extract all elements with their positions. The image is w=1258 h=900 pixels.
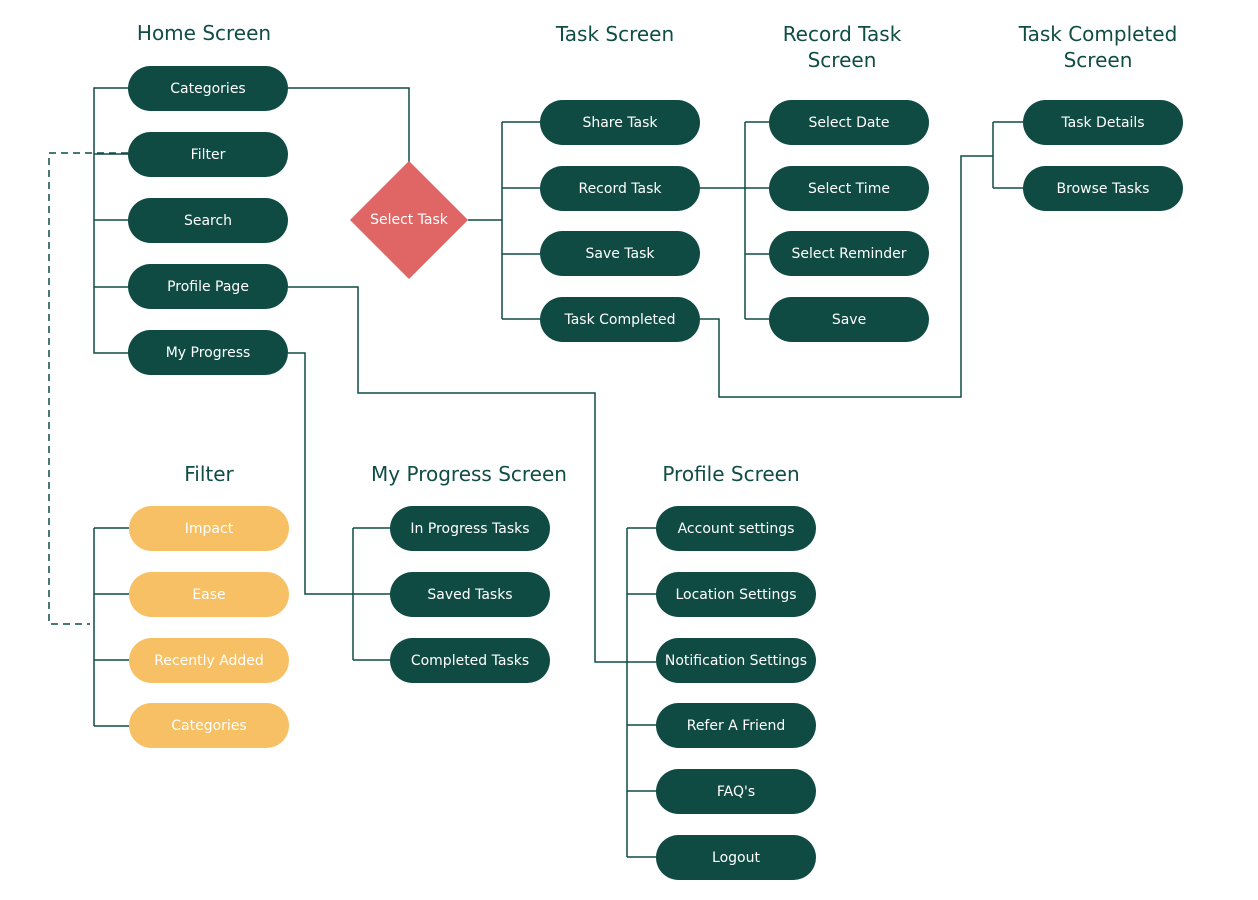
completed-node-browse-tasks[interactable]: Browse Tasks	[1023, 166, 1183, 211]
profile-node-faqs[interactable]: FAQ's	[656, 769, 816, 814]
profile-node-location-settings[interactable]: Location Settings	[656, 572, 816, 617]
decision-diamond-shape	[350, 161, 468, 279]
filter-heading: Filter	[184, 462, 234, 486]
task-node-save-task[interactable]: Save Task	[540, 231, 700, 276]
profile-node-logout[interactable]: Logout	[656, 835, 816, 880]
filter-node-categories[interactable]: Categories	[129, 703, 289, 748]
filter-node-recently-added[interactable]: Recently Added	[129, 638, 289, 683]
home-screen-heading: Home Screen	[136, 21, 272, 45]
home-node-profile-page[interactable]: Profile Page	[128, 264, 288, 309]
home-node-search[interactable]: Search	[128, 198, 288, 243]
task-node-record-task[interactable]: Record Task	[540, 166, 700, 211]
home-node-my-progress[interactable]: My Progress	[128, 330, 288, 375]
select-task-label: Select Task	[370, 212, 448, 228]
record-node-select-date[interactable]: Select Date	[769, 100, 929, 145]
task-node-task-completed[interactable]: Task Completed	[540, 297, 700, 342]
task-screen-heading: Task Screen	[555, 22, 675, 46]
profile-node-refer-a-friend[interactable]: Refer A Friend	[656, 703, 816, 748]
record-task-screen-heading: Record Task Screen	[782, 22, 902, 72]
progress-node-saved-tasks[interactable]: Saved Tasks	[390, 572, 550, 617]
progress-node-completed-tasks[interactable]: Completed Tasks	[390, 638, 550, 683]
select-task-decision[interactable]: Select Task	[350, 161, 468, 279]
filter-node-ease[interactable]: Ease	[129, 572, 289, 617]
completed-node-task-details[interactable]: Task Details	[1023, 100, 1183, 145]
profile-screen-heading: Profile Screen	[662, 462, 800, 486]
profile-node-notification-settings[interactable]: Notification Settings	[656, 638, 816, 683]
record-node-select-time[interactable]: Select Time	[769, 166, 929, 211]
record-node-select-reminder[interactable]: Select Reminder	[769, 231, 929, 276]
filter-node-impact[interactable]: Impact	[129, 506, 289, 551]
progress-node-in-progress-tasks[interactable]: In Progress Tasks	[390, 506, 550, 551]
record-node-save[interactable]: Save	[769, 297, 929, 342]
task-completed-screen-heading: Task Completed Screen	[1018, 22, 1178, 72]
task-node-share-task[interactable]: Share Task	[540, 100, 700, 145]
profile-node-account-settings[interactable]: Account settings	[656, 506, 816, 551]
my-progress-screen-heading: My Progress Screen	[371, 462, 567, 486]
home-node-filter[interactable]: Filter	[128, 132, 288, 177]
home-node-categories[interactable]: Categories	[128, 66, 288, 111]
